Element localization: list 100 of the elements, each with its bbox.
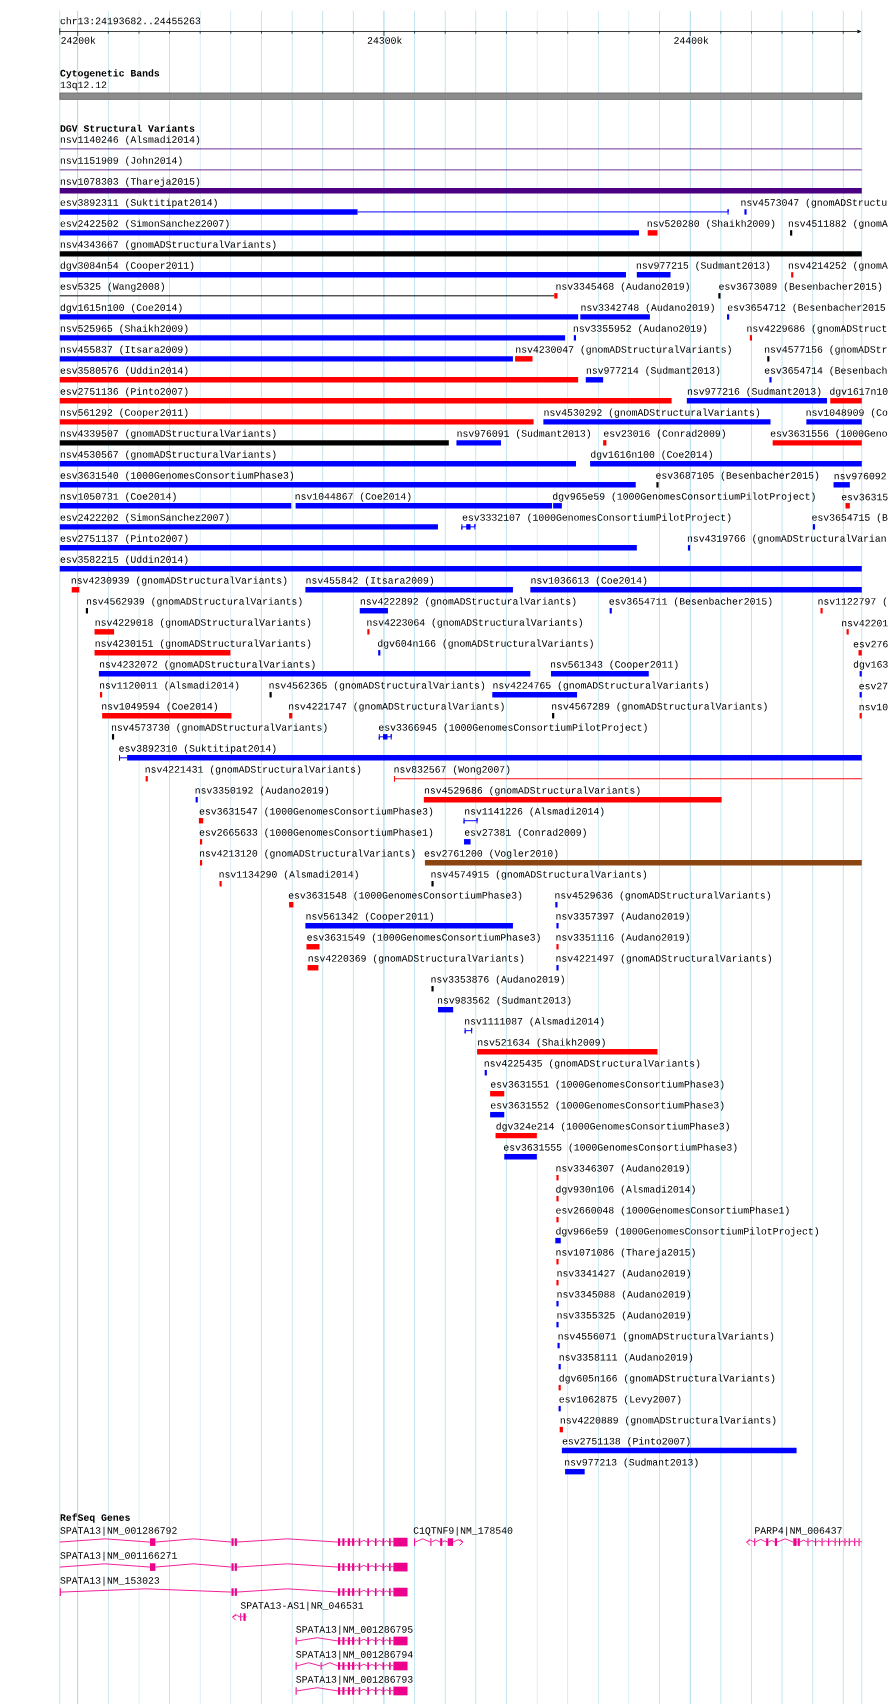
variant-label: nsv4232072 (gnomADStructuralVariants) xyxy=(99,660,315,670)
variant-label: nsv4230151 (gnomADStructuralVariants) xyxy=(95,639,311,649)
variant-label: esv2751138 (Pinto2007) xyxy=(562,1437,690,1447)
gene-label: SPATA13|NM_001286795 xyxy=(296,1625,413,1635)
track-title: DGV Structural Variants xyxy=(60,124,195,132)
variant-label: nsv4339507 (gnomADStructuralVariants) xyxy=(60,429,276,439)
variant-label: esv3654715 (B xyxy=(812,513,888,523)
variant-label: esv2751136 (Pinto2007) xyxy=(60,387,188,397)
variant-label: esv3631551 (1000GenomesConsortiumPhase3) xyxy=(490,1080,724,1090)
variant-label: esv3654711 (Besenbacher2015) xyxy=(609,597,772,607)
variant-label: esv3654714 (Besenbach xyxy=(764,366,887,376)
variant-label: esv3580576 (Uddin2014) xyxy=(60,366,188,376)
track-title: RefSeq Genes xyxy=(60,1513,130,1523)
variant-label: nsv1151909 (John2014) xyxy=(60,156,182,166)
variant-label: nsv4229686 (gnomADStruct xyxy=(747,324,887,334)
variant-label: nsv42201 xyxy=(842,619,888,627)
gene-label: SPATA13|NM_001286793 xyxy=(296,1675,413,1685)
variant-label: esv5325 (Wang2008) xyxy=(60,282,164,292)
variant-label: nsv4343667 (gnomADStructuralVariants) xyxy=(60,240,276,250)
gene-label: SPATA13|NM_153023 xyxy=(60,1576,160,1586)
variant-label: nsv977213 (Sudmant2013) xyxy=(565,1458,698,1468)
variant-label: dgv163 xyxy=(853,660,888,670)
variant-label: nsv455842 (Itsara2009) xyxy=(306,576,434,586)
variant-label: esv2422202 (SimonSanchez2007) xyxy=(60,513,229,523)
variant-label: esv3654712 (Besenbacher2015 xyxy=(727,303,886,313)
gene-label: C1QTNF9|NM_178540 xyxy=(413,1526,513,1536)
variant-label: nsv976091 (Sudmant2013) xyxy=(457,429,590,439)
variant-label: nsv10 xyxy=(859,703,888,711)
variant-label: nsv977214 (Sudmant2013) xyxy=(586,366,720,376)
variant-label: nsv1122797 ( xyxy=(818,597,887,607)
variant-label: nsv4529686 (gnomADStructuralVariants) xyxy=(424,786,640,796)
variant-label: dgv1615n100 (Coe2014) xyxy=(60,303,182,313)
variant-label: nsv3345468 (Audano2019) xyxy=(556,282,689,292)
variant-label: esv3892311 (Suktitipat2014) xyxy=(60,198,217,208)
variant-label: esv27381 (Conrad2009) xyxy=(464,828,586,838)
coordinate-label: chr13:24193682..24455263 xyxy=(60,17,201,25)
variant-label: nsv983562 (Sudmant2013) xyxy=(437,996,571,1006)
variant-label: dgv966e59 (1000GenomesConsortiumPilotProject) xyxy=(556,1227,818,1237)
variant-label: esv27 xyxy=(859,682,888,690)
variant-label: nsv4213120 (gnomADStructuralVariants) xyxy=(199,849,415,859)
variant-label: nsv1140246 (Alsmadi2014) xyxy=(60,135,200,145)
variant-label: esv36315 xyxy=(841,493,888,501)
variant-label: esv3366945 (1000GenomesConsortiumPilotProject) xyxy=(379,723,647,733)
variant-label: esv3631555 (1000GenomesConsortiumPhase3) xyxy=(504,1143,737,1153)
variant-label: nsv521634 (Shaikh2009) xyxy=(478,1038,605,1048)
variant-label: nsv1071086 (Thareja2015) xyxy=(556,1248,695,1258)
variant-label: nsv455837 (Itsara2009) xyxy=(60,345,188,355)
variant-label: dgv1617n10 xyxy=(830,387,888,397)
variant-label: nsv1048909 (Co xyxy=(806,408,888,418)
variant-label: nsv4529636 (gnomADStructuralVariants) xyxy=(555,891,770,901)
variant-label: nsv4574915 (gnomADStructuralVariants) xyxy=(431,870,647,880)
variant-label: nsv561342 (Cooper2011) xyxy=(306,912,434,922)
variant-label: esv3673089 (Besenbacher2015) xyxy=(719,282,882,292)
variant-label: nsv4530292 (gnomADStructuralVariants) xyxy=(544,408,760,418)
variant-label: esv23016 (Conrad2009) xyxy=(604,429,725,439)
variant-label: esv3631556 (1000Geno xyxy=(770,429,887,439)
variant-label: nsv3357397 (Audano2019) xyxy=(556,912,689,922)
band-label: 13q12.12 xyxy=(60,81,107,91)
variant-label: nsv4221497 (gnomADStructuralVariants) xyxy=(556,954,771,964)
variant-label: dgv605n166 (gnomADStructuralVariants) xyxy=(559,1374,775,1384)
variant-label: esv276 xyxy=(853,640,888,648)
variant-label: nsv832567 (Wong2007) xyxy=(394,765,510,775)
variant-label: nsv4222892 (gnomADStructuralVariants) xyxy=(360,597,576,607)
variant-label: nsv3351116 (Audano2019) xyxy=(556,933,689,943)
variant-label: nsv1111087 (Alsmadi2014) xyxy=(465,1017,604,1027)
gene-label: SPATA13-AS1|NR_046531 xyxy=(240,1601,364,1611)
variant-label: nsv1044867 (Coe2014) xyxy=(295,492,411,502)
gene-label: SPATA13|NM_001286794 xyxy=(296,1650,413,1660)
variant-label: nsv3353876 (Audano2019) xyxy=(431,975,564,985)
variant-label: nsv4573730 (gnomADStructuralVariants) xyxy=(111,723,327,733)
variant-label: nsv4224765 (gnomADStructuralVariants) xyxy=(493,681,708,691)
variant-label: esv2665633 (1000GenomesConsortiumPhase1) xyxy=(199,828,433,838)
variant-label: nsv4225435 (gnomADStructuralVariants) xyxy=(484,1059,700,1069)
variant-label: esv3631547 (1000GenomesConsortiumPhase3) xyxy=(199,807,433,817)
axis-tick-label: 24300k xyxy=(367,36,402,44)
variant-label: nsv3345088 (Audano2019) xyxy=(557,1290,690,1300)
variant-label: nsv4562365 (gnomADStructuralVariants) xyxy=(269,681,485,691)
axis-tick-label: 24400k xyxy=(674,36,709,44)
variant-label: esv3631549 (1000GenomesConsortiumPhase3) xyxy=(307,933,540,943)
variant-label: esv1062875 (Levy2007) xyxy=(559,1395,681,1405)
variant-label: nsv1036613 (Coe2014) xyxy=(531,576,647,586)
variant-label: nsv4573047 (gnomADStructu xyxy=(741,198,887,208)
variant-label: nsv4214252 (gnomA xyxy=(788,261,888,271)
variant-label: esv3631540 (1000GenomesConsortiumPhase3) xyxy=(60,471,294,481)
variant-label: nsv4229018 (gnomADStructuralVariants) xyxy=(95,618,311,628)
variant-label: nsv3355952 (Audano2019) xyxy=(573,324,707,334)
variant-label: esv2422502 (SimonSanchez2007) xyxy=(60,219,229,229)
variant-label: nsv4319766 (gnomADStructuralVarian xyxy=(687,534,886,544)
variant-label: nsv977215 (Sudmant2013) xyxy=(636,261,770,271)
gene-label: SPATA13|NM_001286792 xyxy=(60,1526,177,1536)
variant-label: dgv965e59 (1000GenomesConsortiumPilotProject) xyxy=(552,492,815,502)
variant-label: esv3687105 (Besenbacher2015) xyxy=(656,471,819,481)
variant-label: dgv324e214 (1000GenomesConsortiumPhase3) xyxy=(496,1122,729,1132)
variant-label: dgv3084n54 (Cooper2011) xyxy=(60,261,194,271)
track-title: Cytogenetic Bands xyxy=(60,69,160,79)
variant-label: nsv3350192 (Audano2019) xyxy=(195,786,329,796)
variant-label: nsv4223064 (gnomADStructuralVariants) xyxy=(367,618,582,628)
variant-label: esv3631552 (1000GenomesConsortiumPhase3) xyxy=(490,1101,724,1111)
variant-label: nsv3341427 (Audano2019) xyxy=(557,1269,690,1279)
variant-label: nsv4567289 (gnomADStructuralVariants) xyxy=(552,702,767,712)
